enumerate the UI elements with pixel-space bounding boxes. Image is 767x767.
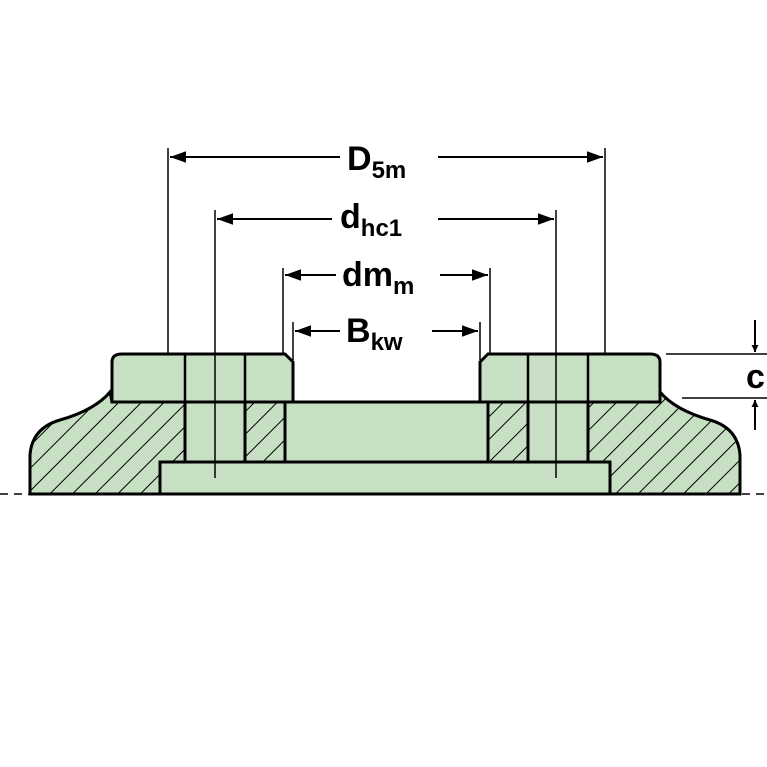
svg-text:D5m: D5m [347, 140, 406, 184]
left-top-flange [110, 352, 295, 404]
svg-text:Bkw: Bkw [346, 312, 403, 356]
label-dhc1-base: d [340, 198, 361, 236]
label-c: c [746, 358, 765, 396]
label-dmm-base: dm [342, 256, 393, 294]
label-dmm-sub: m [393, 273, 414, 300]
right-inner-hatched [486, 400, 530, 464]
dimension-c: c [666, 320, 767, 430]
dimension-bkw: Bkw [295, 312, 478, 356]
right-bore [526, 400, 590, 468]
center-bridge [283, 400, 490, 464]
dimension-dmm: dmm [285, 256, 488, 300]
left-inner-hatched [243, 400, 287, 464]
right-top-flange [478, 352, 662, 404]
label-bkw-sub: kw [371, 329, 403, 356]
label-d5m-base: D [347, 140, 372, 178]
dimension-dhc1: dhc1 [217, 198, 554, 242]
svg-text:dmm: dmm [342, 256, 414, 300]
svg-text:dhc1: dhc1 [340, 198, 402, 242]
label-bkw-base: B [346, 312, 371, 350]
dimension-d5m: D5m [170, 140, 603, 184]
bottom-plate [158, 460, 612, 496]
label-d5m-sub: 5m [372, 157, 407, 184]
label-dhc1-sub: hc1 [361, 215, 402, 242]
